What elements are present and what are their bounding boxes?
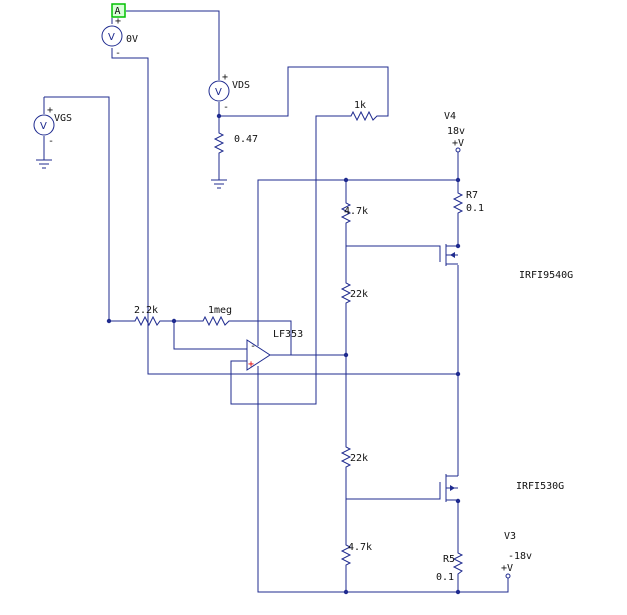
resistor-22k-bot[interactable]: 22k <box>340 444 368 470</box>
resistor-1k[interactable]: 1k <box>348 100 380 122</box>
voltmeter-vds-minus: - <box>223 102 229 113</box>
source-v3-value: -18v <box>508 551 532 562</box>
mosfet-top-name: IRFI9540G <box>519 270 573 281</box>
resistor-22k-bot-value: 22k <box>350 453 368 464</box>
source-v4-value: 18v <box>447 126 465 137</box>
voltmeter-vgs-minus: - <box>48 136 54 147</box>
voltmeter-vgs-circle[interactable] <box>33 114 55 136</box>
source-v4[interactable]: V4 18v +V <box>444 111 465 153</box>
opamp-minus-pin: - <box>250 341 256 352</box>
junction-bottom-rail-right <box>455 589 461 595</box>
voltmeter-top-reading: 0V <box>126 34 138 45</box>
resistor-4k7-bot[interactable]: 4.7k <box>340 542 372 568</box>
probe-box[interactable] <box>111 3 126 18</box>
source-v3-symbol: +V <box>501 563 513 574</box>
resistor-0-47-value: 0.47 <box>234 134 258 145</box>
ground-vds <box>211 179 227 189</box>
voltmeter-vgs-symbol: V <box>40 121 47 132</box>
source-v3-name: V3 <box>504 531 516 542</box>
probe-a[interactable]: A <box>111 3 126 18</box>
junction-bottom-rail-left <box>343 589 349 595</box>
junction-2k2-1meg <box>171 318 177 324</box>
mosfet-bot-name: IRFI530G <box>516 481 564 492</box>
junction-top-rail-right <box>455 177 461 183</box>
voltmeter-vds[interactable]: V + - VDS <box>208 72 250 113</box>
junctions <box>106 113 461 595</box>
resistor-r7-value: 0.1 <box>466 203 484 214</box>
resistor-4k7-top-value: 4.7k <box>344 206 368 217</box>
voltmeter-top[interactable]: V + - 0V <box>101 16 138 59</box>
resistor-r7[interactable]: R7 0.1 <box>452 190 484 216</box>
voltmeter-top-minus: - <box>115 48 121 59</box>
resistor-4k7-top[interactable]: 4.7k <box>340 200 368 226</box>
resistor-1k-value: 1k <box>354 100 366 111</box>
voltmeter-vgs-label: VGS <box>54 113 72 124</box>
source-v4-name: V4 <box>444 111 456 122</box>
resistor-2k2[interactable]: 2.2k <box>118 305 162 327</box>
resistor-r5[interactable]: R5 0.1 <box>436 550 464 583</box>
voltmeter-top-circle[interactable] <box>101 25 123 47</box>
voltmeter-vgs[interactable]: V + - VGS <box>33 97 72 147</box>
voltmeter-vds-plus: + <box>222 72 228 83</box>
resistor-22k-top-value: 22k <box>350 289 368 300</box>
ground-vgs <box>36 159 52 169</box>
opamp-plus-pin: + <box>248 359 254 370</box>
junction-q-bot-source <box>455 498 461 504</box>
resistor-1meg[interactable]: 1meg <box>200 305 236 327</box>
source-v3[interactable]: V3 -18v +V <box>501 531 532 579</box>
resistor-r5-value: 0.1 <box>436 572 454 583</box>
source-v4-symbol: +V <box>452 138 464 149</box>
voltmeter-vds-label: VDS <box>232 80 250 91</box>
source-v4-terminal[interactable] <box>455 147 461 153</box>
resistor-r5-name: R5 <box>443 554 455 565</box>
resistor-0-47[interactable]: 0.47 <box>213 130 258 156</box>
source-v3-terminal[interactable] <box>505 573 511 579</box>
resistor-r7-name: R7 <box>466 190 478 201</box>
mosfet-irfi530g[interactable]: IRFI530G <box>439 474 564 502</box>
junction-opamp-output <box>343 352 349 358</box>
opamp-name: LF353 <box>273 329 303 340</box>
voltmeter-vgs-plus: + <box>47 105 53 116</box>
resistor-2k2-value: 2.2k <box>134 305 158 316</box>
opamp-lf353[interactable]: - + LF353 <box>246 329 303 371</box>
voltmeter-vds-circle[interactable] <box>208 80 230 102</box>
junction-vgs-node <box>106 318 112 324</box>
mosfet-irfi9540g[interactable]: IRFI9540G <box>439 244 573 281</box>
opamp-triangle[interactable] <box>246 339 271 371</box>
resistor-22k-top[interactable]: 22k <box>340 280 368 306</box>
voltmeter-vds-symbol: V <box>215 87 222 98</box>
resistor-1meg-value: 1meg <box>208 305 232 316</box>
junction-vds-node <box>216 113 222 119</box>
probe-label: A <box>115 6 121 17</box>
wires <box>43 10 509 593</box>
junction-top-rail-left <box>343 177 349 183</box>
voltmeter-top-plus: + <box>115 16 121 27</box>
resistor-4k7-bot-value: 4.7k <box>348 542 372 553</box>
junction-output-node <box>455 371 461 377</box>
voltmeter-top-symbol: V <box>108 32 115 43</box>
